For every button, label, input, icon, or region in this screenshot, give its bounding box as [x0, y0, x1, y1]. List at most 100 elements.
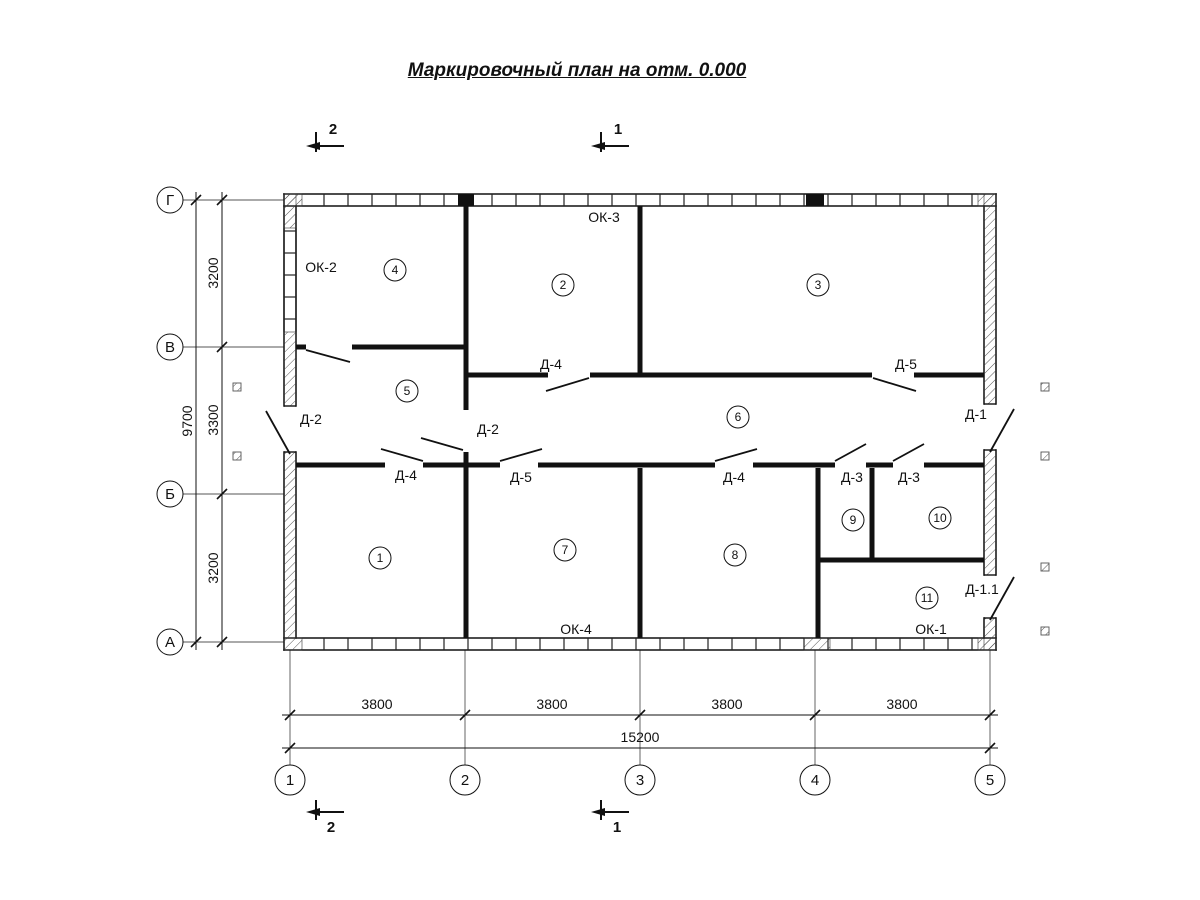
room-number-3: 3: [806, 273, 830, 297]
door-leaf-d2-hall: [420, 437, 464, 451]
dimension-ticks: [190, 194, 996, 754]
dim-bottom-total: 15200: [621, 729, 660, 745]
dim-bottom-2: 3800: [711, 696, 742, 712]
dim-left-total: 9700: [179, 405, 195, 436]
label-ok1: ОК-1: [915, 621, 947, 637]
room-numbers: 1 2 3 4 5 6 7 8 9 10 11: [368, 258, 952, 610]
room-number-10: 10: [928, 506, 952, 530]
wall-pier-top-1: [458, 194, 474, 206]
section-label-bottom-2: 2: [327, 819, 335, 836]
label-d3-room9: Д-3: [841, 469, 863, 485]
axis-bubbles-rows: Г В Б А: [156, 186, 184, 656]
section-label-top-2: 2: [329, 121, 337, 138]
room-number-2: 2: [551, 273, 575, 297]
dim-bottom-3: 3800: [886, 696, 917, 712]
axis-bubble-col-3: 3: [624, 764, 656, 796]
window-band-bottom: [302, 638, 978, 650]
exterior-wall-hatch: [283, 193, 997, 651]
label-d2-hall: Д-2: [477, 421, 499, 437]
label-d3-room10: Д-3: [898, 469, 920, 485]
axis-row-label-3: А: [165, 634, 175, 651]
section-mark-labels: 2 1 2 1: [327, 121, 622, 836]
opening-labels: ОК-2 ОК-3 ОК-4 ОК-1 Д-4 Д-5 Д-2 Д-2 Д-1 …: [300, 209, 999, 637]
label-d4-room2: Д-4: [540, 356, 562, 372]
drawing-title: Маркировочный план на отм. 0.000: [407, 60, 747, 81]
svg-text:9: 9: [850, 513, 857, 527]
section-mark-top-2: [306, 132, 344, 152]
axis-bubble-row-v: В: [156, 333, 184, 361]
label-d11: Д-1.1: [965, 581, 999, 597]
dimension-lines: [195, 192, 998, 749]
door-leaf-d2-exterior: [265, 410, 291, 455]
room-number-9: 9: [841, 508, 865, 532]
section-mark-bottom-1: [591, 800, 629, 820]
label-ok4: ОК-4: [560, 621, 592, 637]
label-d1: Д-1: [965, 406, 987, 422]
door-leaf-room4: [305, 349, 351, 363]
axis-bubble-row-b: Б: [156, 480, 184, 508]
axis-bubble-col-4: 4: [799, 764, 831, 796]
door-leaf-d1: [989, 408, 1015, 453]
door-leaf-d11: [989, 576, 1015, 621]
room-number-4: 4: [383, 258, 407, 282]
axis-lines: [183, 199, 991, 765]
svg-text:10: 10: [933, 511, 947, 525]
interior-walls: [296, 206, 984, 638]
axis-bubble-col-2: 2: [449, 764, 481, 796]
svg-text:1: 1: [377, 551, 384, 565]
axis-bubble-row-a: А: [156, 628, 184, 656]
svg-text:3: 3: [815, 278, 822, 292]
window-band-left: [284, 228, 296, 332]
label-d5-room3: Д-5: [895, 356, 917, 372]
door-leaf-d4-room1: [380, 448, 424, 462]
axis-col-label-4: 5: [986, 772, 994, 789]
room-number-7: 7: [553, 538, 577, 562]
axis-col-label-2: 3: [636, 772, 644, 789]
svg-text:11: 11: [921, 591, 934, 605]
door-leaf-d4-room2: [545, 377, 590, 392]
svg-text:7: 7: [562, 543, 569, 557]
door-leaf-d3-room10: [892, 443, 925, 462]
svg-text:2: 2: [560, 278, 567, 292]
axis-col-label-0: 1: [286, 772, 294, 789]
axis-row-label-0: Г: [166, 192, 174, 209]
label-ok2: ОК-2: [305, 259, 337, 275]
section-mark-bottom-2: [306, 800, 344, 820]
label-ok3: ОК-3: [588, 209, 620, 225]
axis-row-label-2: Б: [165, 486, 175, 503]
dim-left-2: 3200: [205, 552, 221, 583]
axis-bubble-row-g: Г: [156, 186, 184, 214]
label-d4-room1: Д-4: [395, 467, 417, 483]
door-jambs: [284, 403, 996, 619]
door-leaves: [265, 349, 1015, 621]
room-number-8: 8: [723, 543, 747, 567]
svg-text:5: 5: [404, 384, 411, 398]
section-mark-top-1: [591, 132, 629, 152]
door-leaf-d3-room9: [834, 443, 867, 462]
axis-bubbles-cols: 1 2 3 4 5: [274, 764, 1006, 796]
label-d2-exterior: Д-2: [300, 411, 322, 427]
section-marks: [306, 132, 629, 820]
axis-bubble-col-5: 5: [974, 764, 1006, 796]
door-leaf-d5-room3: [872, 377, 917, 392]
axis-bubble-col-1: 1: [274, 764, 306, 796]
door-leaf-d4-room8: [714, 448, 758, 462]
axis-col-label-1: 2: [461, 772, 469, 789]
porch-posts: [232, 382, 1050, 636]
svg-text:6: 6: [735, 410, 742, 424]
dimension-texts: 3200 3300 3200 9700 3800 3800 3800 3800 …: [179, 257, 918, 745]
room-number-1: 1: [368, 546, 392, 570]
window-band-top: [302, 194, 978, 206]
axis-col-label-3: 4: [811, 772, 819, 789]
room-number-5: 5: [395, 379, 419, 403]
axis-row-label-1: В: [165, 339, 175, 356]
label-d5-room7: Д-5: [510, 469, 532, 485]
svg-text:4: 4: [392, 263, 399, 277]
door-leaf-d5-room7: [499, 448, 543, 462]
window-bands: [284, 194, 978, 650]
dim-bottom-0: 3800: [361, 696, 392, 712]
section-label-bottom-1: 1: [613, 819, 621, 836]
svg-text:8: 8: [732, 548, 739, 562]
